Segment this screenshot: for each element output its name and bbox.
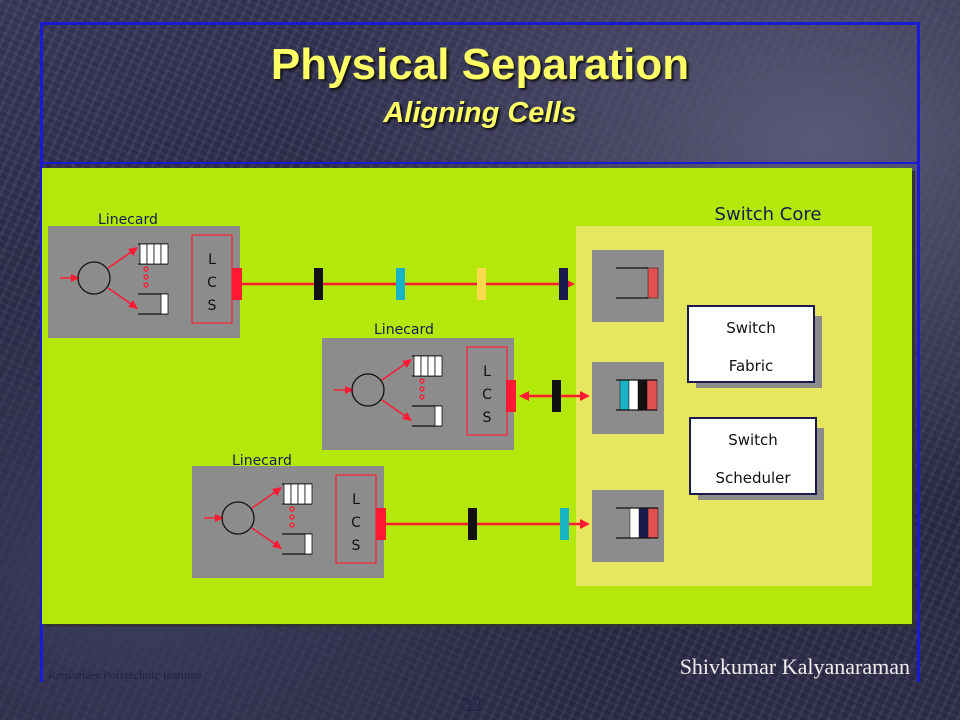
linecard-2: L C S	[322, 338, 514, 450]
cell-cyan	[560, 508, 569, 540]
diagram-canvas: Switch Core Switch Fabri	[48, 204, 872, 586]
cell-black	[314, 268, 323, 300]
switch-scheduler-line2: Scheduler	[715, 469, 791, 487]
link-1	[232, 268, 575, 300]
linecard-3-lcs-c: C	[351, 515, 361, 531]
frame-top-line	[40, 22, 920, 25]
link-3	[376, 508, 590, 540]
switch-fabric-line2: Fabric	[729, 357, 774, 375]
slide-title: Physical Separation	[270, 40, 690, 89]
linecard-1-lcs-c: C	[207, 275, 217, 291]
linecard-3-label: Linecard	[232, 453, 292, 469]
page-number: 32	[462, 694, 482, 716]
linecard-3: L C S	[192, 466, 384, 578]
frame-left-line	[40, 22, 43, 682]
linecard-3-lcs-l: L	[352, 492, 360, 508]
linecard-1-label: Linecard	[98, 212, 158, 228]
footer-author: Shivkumar Kalyanaraman	[679, 654, 910, 679]
linecard-2-bottom-queue	[412, 405, 443, 427]
core-port-2	[592, 362, 664, 434]
switch-fabric-line1: Switch	[726, 319, 776, 337]
linecard-1: L C S	[48, 226, 240, 338]
linecard-2-label: Linecard	[374, 322, 434, 338]
switch-core-label: Switch Core	[715, 204, 822, 225]
cell-black	[468, 508, 477, 540]
footer-institution: Rensselaer Polytechnic Institute	[48, 668, 202, 682]
core-port-1	[592, 250, 664, 322]
cell-yellow	[477, 268, 486, 300]
frame-title-separator	[40, 162, 920, 164]
slide-subtitle: Aligning Cells	[383, 97, 577, 129]
linecard-2-top-queue	[412, 355, 443, 377]
linecard-1-lcs-l: L	[208, 252, 216, 268]
linecard-2-lcs-c: C	[482, 387, 492, 403]
switch-scheduler-box: Switch Scheduler	[689, 417, 824, 500]
switch-fabric-box: Switch Fabric	[687, 305, 822, 388]
linecard-1-bottom-queue	[138, 293, 169, 315]
core-port-3	[592, 490, 664, 562]
frame-right-line	[917, 22, 920, 682]
linecard-3-lcs-s: S	[352, 538, 361, 554]
cell-black	[552, 380, 561, 412]
switch-scheduler-line1: Switch	[728, 431, 778, 449]
cell-cyan	[396, 268, 405, 300]
linecard-1-top-queue	[138, 243, 169, 265]
link-2	[506, 380, 590, 412]
linecard-3-bottom-queue	[282, 533, 313, 555]
cell-navy	[559, 268, 568, 300]
linecard-2-lcs-s: S	[483, 410, 492, 426]
diagram-panel: Switch Core Switch Fabri	[42, 168, 912, 624]
linecard-1-lcs-s: S	[208, 298, 217, 314]
linecard-2-lcs-l: L	[483, 364, 491, 380]
linecard-3-top-queue	[282, 483, 313, 505]
